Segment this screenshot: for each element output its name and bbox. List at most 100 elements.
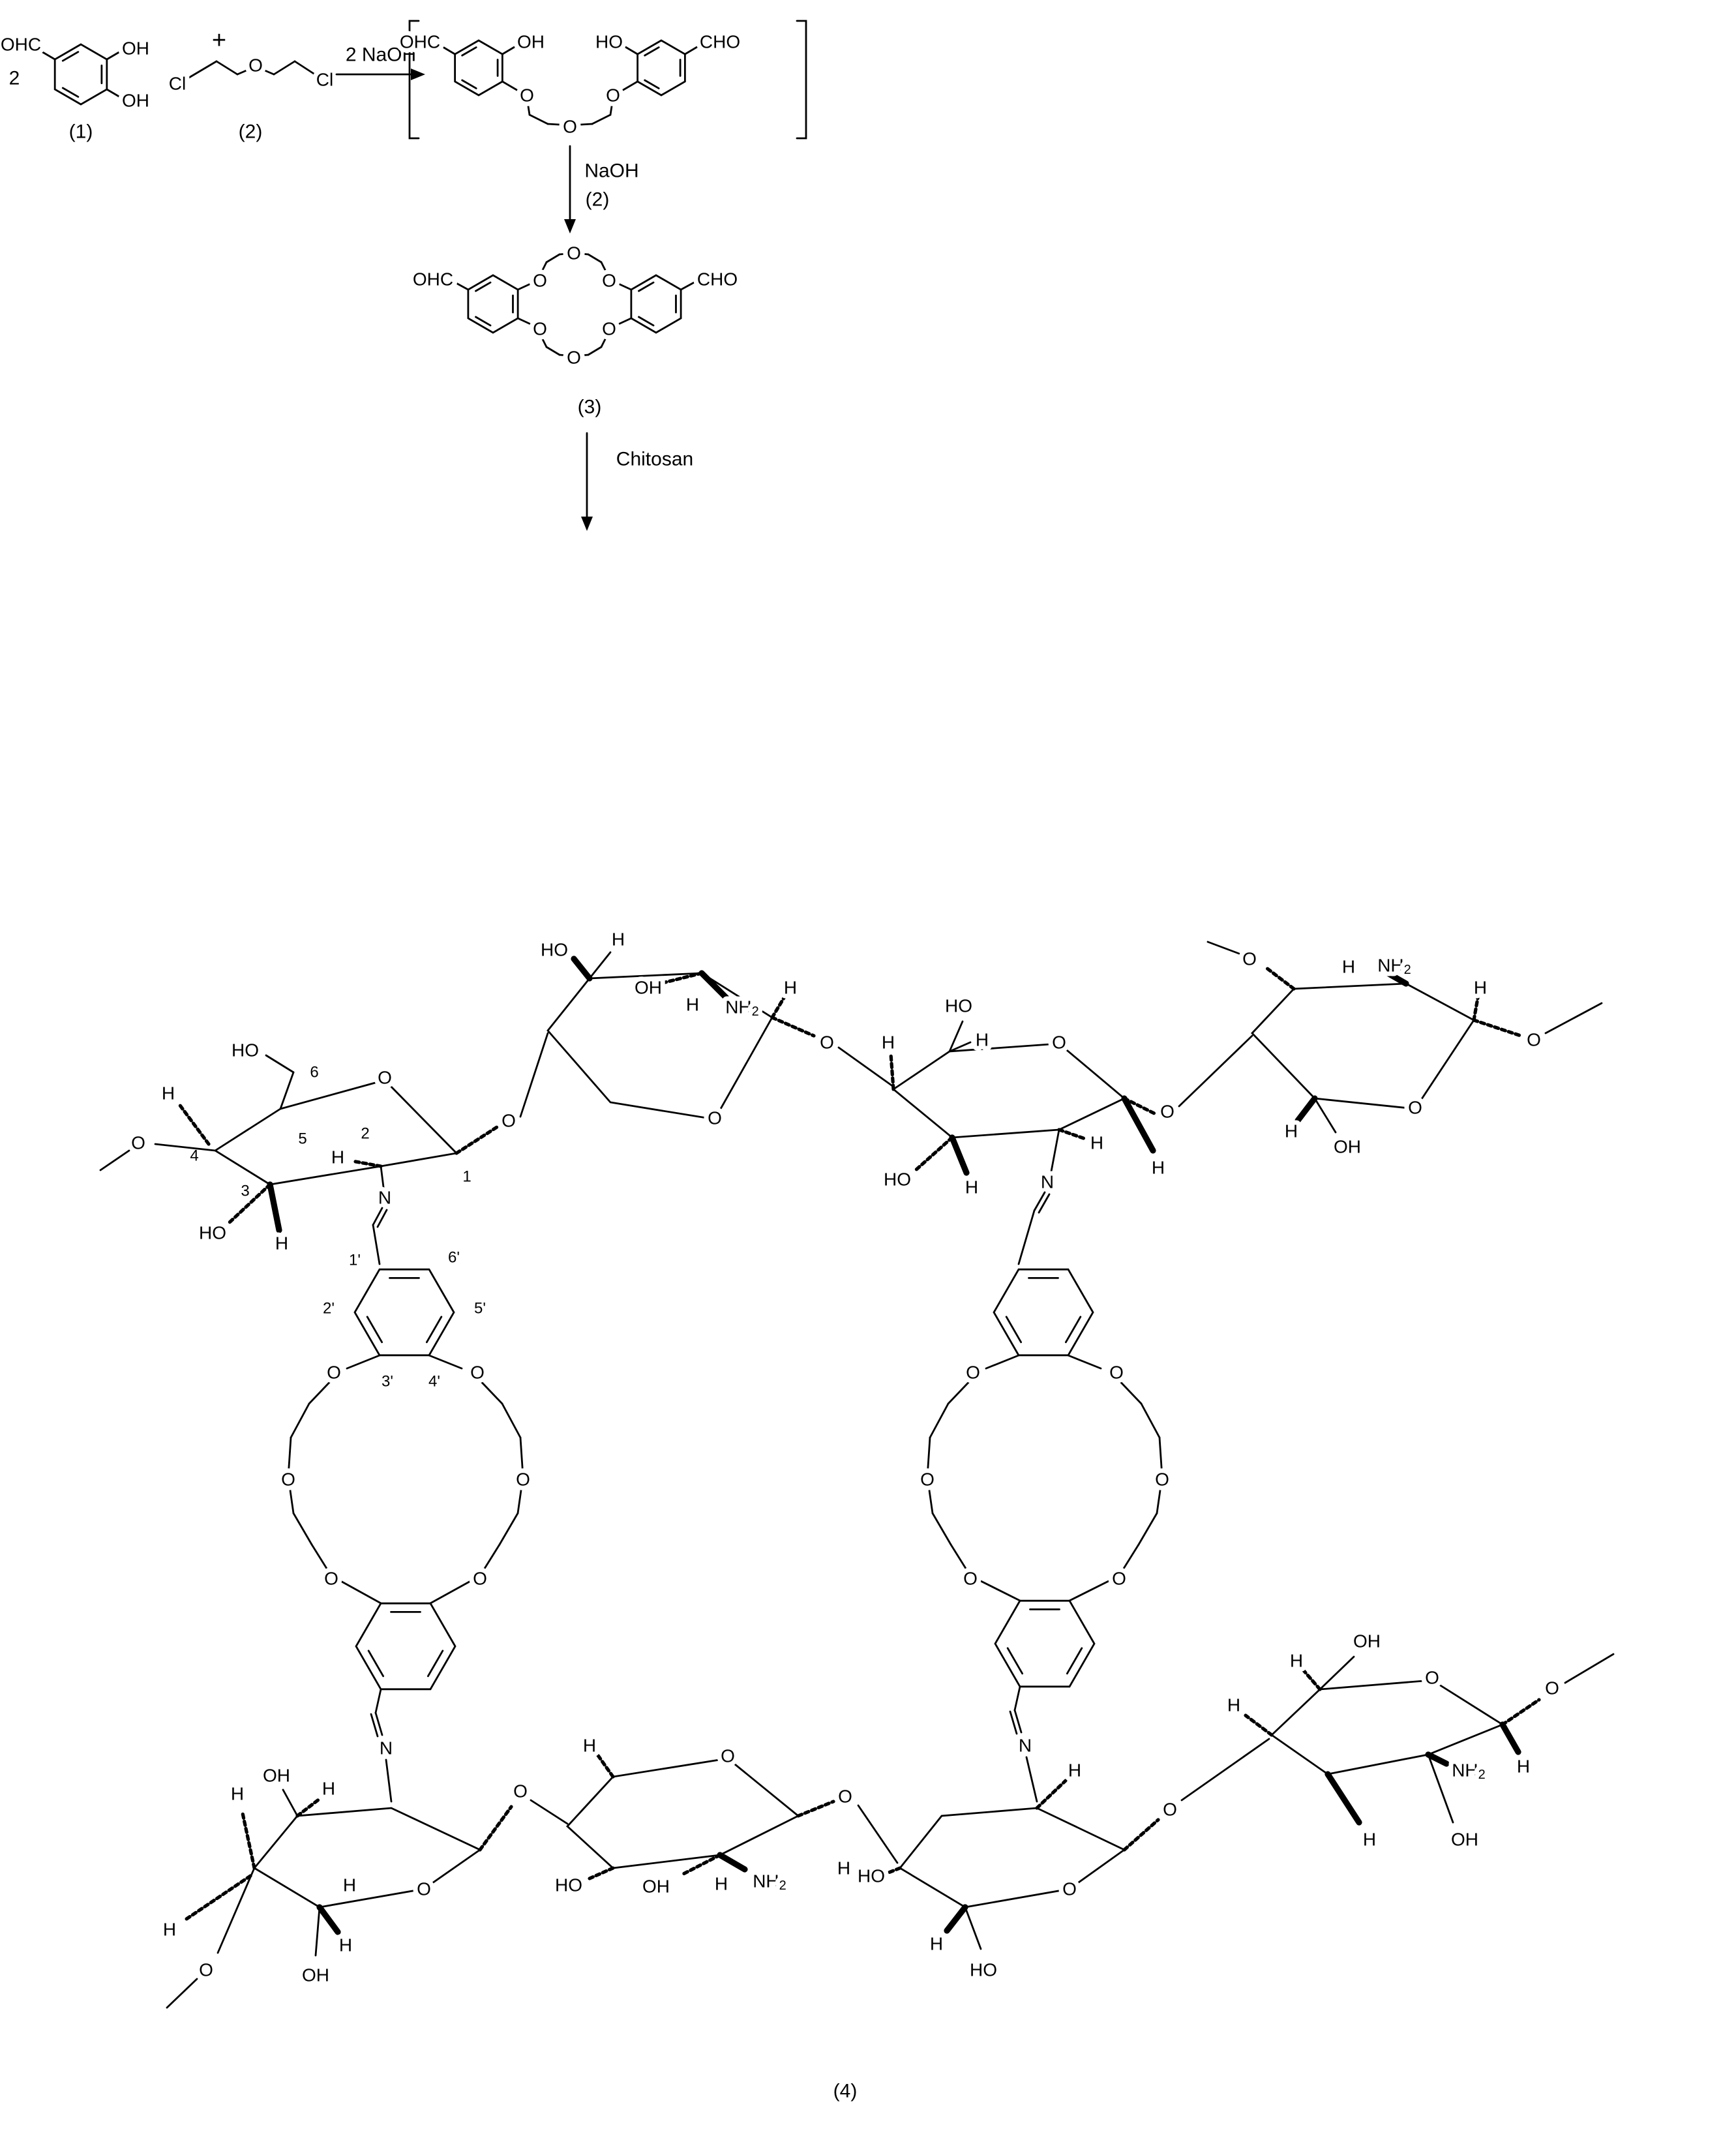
hashed-wedge-bond bbox=[1244, 1713, 1274, 1737]
atom-label: CHO bbox=[697, 269, 738, 290]
aromatic-double-bond bbox=[638, 281, 655, 292]
atom-label: H bbox=[1227, 1695, 1240, 1715]
locant-label: 2' bbox=[323, 1300, 335, 1318]
atom-label: Cl bbox=[169, 74, 186, 94]
atom-label: O bbox=[1527, 1030, 1541, 1050]
bond bbox=[154, 1143, 217, 1152]
benzene-ring bbox=[53, 43, 108, 106]
atom-label: HO bbox=[970, 1960, 997, 1980]
hashed-wedge-bond bbox=[1035, 1779, 1068, 1810]
atom-label: O bbox=[1109, 1363, 1124, 1383]
bond bbox=[1038, 1193, 1051, 1214]
hashed-wedge-bond bbox=[1122, 1096, 1158, 1116]
atom-label: OHC bbox=[400, 32, 440, 52]
bond bbox=[1178, 1034, 1253, 1108]
bond bbox=[385, 1758, 393, 1803]
bond bbox=[609, 97, 614, 116]
bond bbox=[573, 354, 590, 357]
benzene-ring bbox=[630, 274, 682, 334]
bond bbox=[545, 253, 561, 264]
reagent-label: + bbox=[212, 27, 226, 54]
atom-label: O bbox=[417, 1879, 431, 1899]
atom-label: H bbox=[930, 1934, 943, 1954]
bond bbox=[1140, 1402, 1161, 1439]
bond bbox=[310, 1543, 333, 1577]
atom-label: H bbox=[162, 1083, 175, 1104]
bond bbox=[374, 1712, 383, 1736]
bold-wedge-bond bbox=[1121, 1095, 1156, 1154]
atom-label: OH bbox=[263, 1766, 290, 1786]
aromatic-double-bond bbox=[61, 87, 80, 98]
atom-label: O bbox=[567, 243, 581, 264]
aromatic-double-bond bbox=[427, 1650, 444, 1678]
hashed-wedge-bond bbox=[914, 1136, 954, 1172]
atom-label: N bbox=[1019, 1736, 1032, 1756]
atom-label: NH2 bbox=[725, 997, 759, 1019]
locant-label: 2 bbox=[361, 1125, 369, 1143]
aromatic-double-bond bbox=[638, 316, 655, 327]
hashed-wedge-bond bbox=[1265, 966, 1296, 991]
caption-label: (3) bbox=[578, 397, 602, 418]
bond bbox=[1025, 1756, 1038, 1803]
bond bbox=[376, 1209, 388, 1228]
atom-label: H bbox=[231, 1784, 244, 1804]
atom-label: OH bbox=[302, 1965, 329, 1985]
hashed-wedge-bond bbox=[770, 1016, 816, 1038]
atom-label: OH bbox=[1334, 1137, 1361, 1157]
atom-label: HO bbox=[555, 1875, 582, 1895]
bond bbox=[1050, 1128, 1060, 1173]
atom-label: O bbox=[606, 85, 620, 106]
bond bbox=[539, 261, 548, 277]
aromatic-double-bond bbox=[366, 1316, 383, 1344]
hashed-wedge-bond bbox=[228, 1183, 272, 1224]
bond bbox=[516, 317, 535, 327]
bond bbox=[380, 1165, 385, 1188]
atom-label: O bbox=[602, 319, 616, 339]
bond bbox=[501, 44, 519, 55]
atom-label: O bbox=[473, 1569, 487, 1589]
atom-label: O bbox=[563, 117, 577, 137]
bond bbox=[620, 80, 638, 93]
arrowhead-icon bbox=[564, 219, 576, 234]
hashed-wedge-bond bbox=[770, 996, 786, 1019]
bond bbox=[591, 113, 612, 125]
locant-label: 5 bbox=[298, 1130, 307, 1148]
bond bbox=[498, 1512, 519, 1546]
bold-wedge-bond bbox=[944, 1904, 968, 1934]
pyranose-ring bbox=[213, 1079, 458, 1186]
bond bbox=[287, 1436, 292, 1478]
atom-label: H bbox=[1363, 1830, 1376, 1850]
bold-wedge-bond bbox=[1324, 1771, 1362, 1826]
aromatic-double-bond bbox=[367, 1650, 385, 1678]
benzene-ring bbox=[467, 274, 519, 334]
bond bbox=[969, 1575, 1021, 1602]
locant-label: 4 bbox=[190, 1147, 198, 1165]
aromatic-double-bond bbox=[425, 1316, 443, 1344]
atom-label: O bbox=[1242, 949, 1257, 969]
atom-label: H bbox=[837, 1858, 850, 1878]
bond bbox=[236, 65, 257, 76]
aromatic-double-bond bbox=[475, 281, 492, 292]
atom-label: H bbox=[343, 1875, 356, 1895]
bold-wedge-bond bbox=[717, 1852, 748, 1873]
atom-label: H bbox=[784, 978, 797, 998]
step1: 2 NaOH bbox=[335, 44, 425, 80]
atom-label: HO bbox=[945, 996, 972, 1016]
atom-label: H bbox=[612, 929, 625, 950]
atom-label: HO bbox=[595, 32, 623, 52]
atom-label: H bbox=[339, 1935, 352, 1955]
atom-label: O bbox=[1160, 1102, 1175, 1122]
bond bbox=[1067, 1354, 1102, 1370]
bond bbox=[948, 1041, 972, 1053]
bond bbox=[600, 333, 609, 348]
bond bbox=[346, 1354, 381, 1370]
aromatic-double-bond bbox=[644, 46, 660, 57]
bracket bbox=[408, 20, 420, 140]
atom-label: H bbox=[1090, 1133, 1103, 1153]
bond bbox=[947, 1374, 977, 1405]
atom-label: O bbox=[838, 1787, 852, 1807]
aromatic-double-bond bbox=[461, 46, 477, 57]
atom-label: O bbox=[248, 55, 263, 76]
